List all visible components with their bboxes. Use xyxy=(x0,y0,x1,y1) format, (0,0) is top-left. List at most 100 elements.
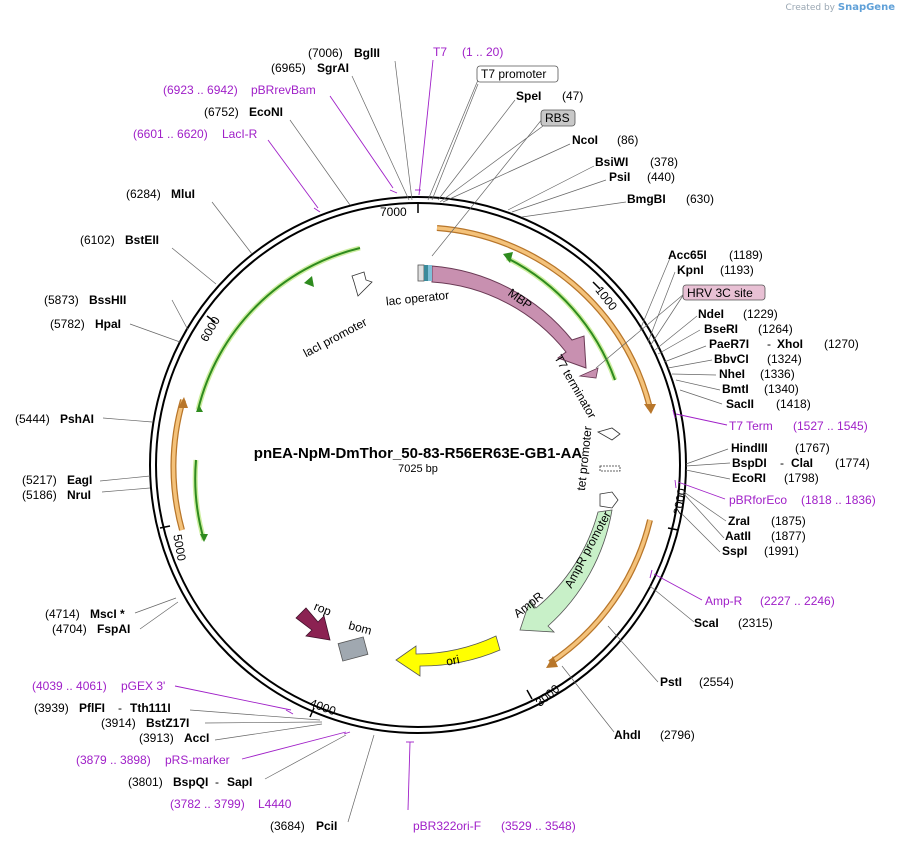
site-name-bsteii[interactable]: BstEII xyxy=(125,233,159,247)
site-pos-psti: (2554) xyxy=(699,675,734,689)
feature-label-hrv-3c-site[interactable]: HRV 3C site xyxy=(687,286,753,300)
mbp-feature-arrow[interactable] xyxy=(431,265,587,369)
hrv-3c-site-label-box xyxy=(682,284,766,301)
site-pos-bmgbi: (630) xyxy=(686,192,714,206)
site-separator-bspdi: - xyxy=(780,456,784,470)
site-name-nrui[interactable]: NruI xyxy=(67,488,91,502)
site-pos-bsteii: (6102) xyxy=(80,233,115,247)
site-name-ecori[interactable]: EcoRI xyxy=(732,471,766,485)
primer-range-t7-term: (1527 .. 1545) xyxy=(793,419,868,433)
site-name-kpni[interactable]: KpnI xyxy=(677,263,704,277)
primer-name-t7-term[interactable]: T7 Term xyxy=(729,419,773,433)
site-pos-bspdi: (1774) xyxy=(835,456,870,470)
ampr-promoter-arrow xyxy=(599,491,619,509)
site-name-pcii[interactable]: PciI xyxy=(316,819,337,833)
site-name-bglii[interactable]: BglII xyxy=(354,46,380,60)
site-name-paer7i[interactable]: PaeR7I xyxy=(709,337,749,351)
primer-name-pbrrevbam[interactable]: pBRrevBam xyxy=(251,83,316,97)
primer-name-l4440[interactable]: L4440 xyxy=(258,797,292,811)
hrv-3c-site-mark xyxy=(578,367,599,379)
site-name-aatii[interactable]: AatII xyxy=(725,529,751,543)
site-name-sgrai[interactable]: SgrAI xyxy=(317,61,349,75)
primer-name-pgex-3[interactable]: pGEX 3' xyxy=(121,679,165,693)
site-name-msci[interactable]: MscI * xyxy=(90,607,125,621)
site-name-ncoi[interactable]: NcoI xyxy=(572,133,598,147)
site-name-bspdi[interactable]: BspDI xyxy=(732,456,767,470)
site-name-bsshii[interactable]: BssHII xyxy=(89,293,126,307)
site-name-bbvci[interactable]: BbvCI xyxy=(714,352,749,366)
primer-range-amp-r: (2227 .. 2246) xyxy=(760,594,835,608)
site-name-bmti[interactable]: BmtI xyxy=(722,382,749,396)
site-name-spei[interactable]: SpeI xyxy=(516,89,541,103)
site-name-eagi[interactable]: EagI xyxy=(67,473,92,487)
t7-promoter-mark xyxy=(424,265,428,281)
site-name-sacii[interactable]: SacII xyxy=(726,397,754,411)
bom-feature[interactable] xyxy=(337,636,369,662)
site-name-psti[interactable]: PstI xyxy=(660,675,682,689)
site-pos-econi: (6752) xyxy=(204,105,239,119)
site-name-hpai[interactable]: HpaI xyxy=(95,317,121,331)
green-arc-2 xyxy=(197,247,361,411)
plasmid-name: pnEA-NpM-DmThor_50-83-R56ER63E-GB1-AA xyxy=(254,445,583,462)
site-name-nhei[interactable]: NheI xyxy=(719,367,745,381)
site-name-bmgbi[interactable]: BmgBI xyxy=(627,192,666,206)
orf-arc-left xyxy=(171,399,185,531)
site-name-xhoi[interactable]: XhoI xyxy=(777,337,803,351)
site-separator-bspqi: - xyxy=(215,775,219,789)
site-name-bstz17i[interactable]: BstZ17I xyxy=(146,716,189,730)
site-name-ahdi[interactable]: AhdI xyxy=(614,728,641,742)
site-name-bspqi[interactable]: BspQI xyxy=(173,775,208,789)
site-pos-eagi: (5217) xyxy=(22,473,57,487)
site-name-bseri[interactable]: BseRI xyxy=(704,322,738,336)
ampr-feature-arrow[interactable] xyxy=(519,509,613,633)
primer-name-pbr322ori-f[interactable]: pBR322ori-F xyxy=(413,819,481,833)
site-name-sapi[interactable]: SapI xyxy=(227,775,252,789)
rbs-mark xyxy=(428,265,432,281)
site-name-acc65i[interactable]: Acc65I xyxy=(668,248,707,262)
site-name-hindiii[interactable]: HindIII xyxy=(731,441,768,455)
primer-name-prs-marker[interactable]: pRS-marker xyxy=(165,753,230,767)
site-name-psii[interactable]: PsiI xyxy=(609,170,630,184)
tick-1000 xyxy=(592,281,601,290)
site-pos-bseri: (1264) xyxy=(758,322,793,336)
primer-name-pbrforeco[interactable]: pBRforEco xyxy=(729,493,787,507)
site-name-sspi[interactable]: SspI xyxy=(722,544,747,558)
site-name-pshai[interactable]: PshAI xyxy=(60,412,94,426)
site-name-fspai[interactable]: FspAI xyxy=(97,622,130,636)
site-name-tth111i[interactable]: Tth111I xyxy=(130,701,171,715)
site-separator-pflfi: - xyxy=(118,701,122,715)
site-pos-scai: (2315) xyxy=(738,616,773,630)
site-name-acci[interactable]: AccI xyxy=(184,731,209,745)
feature-label-rbs[interactable]: RBS xyxy=(545,111,570,125)
site-pos-zrai: (1875) xyxy=(771,514,806,528)
primer-range-pbr322ori-f: (3529 .. 3548) xyxy=(501,819,576,833)
site-name-pflfi[interactable]: PflFI xyxy=(79,701,105,715)
tick-label-7000: 7000 xyxy=(380,205,407,219)
site-name-scai[interactable]: ScaI xyxy=(694,616,719,630)
site-pos-sgrai: (6965) xyxy=(271,61,306,75)
feature-label-t7-promoter[interactable]: T7 promoter xyxy=(481,67,546,81)
primer-name-t7[interactable]: T7 xyxy=(433,45,447,59)
primer-name-amp-r[interactable]: Amp-R xyxy=(705,594,743,608)
site-name-zrai[interactable]: ZraI xyxy=(728,514,750,528)
rop-feature-arrow[interactable] xyxy=(295,607,331,641)
tick-4000 xyxy=(309,707,315,718)
ori-feature-arrow[interactable] xyxy=(395,635,501,677)
site-name-ndei[interactable]: NdeI xyxy=(698,307,724,321)
site-name-econi[interactable]: EcoNI xyxy=(249,105,283,119)
site-pos-psii: (440) xyxy=(647,170,675,184)
lac-operator-box xyxy=(417,264,425,282)
site-pos-nhei: (1336) xyxy=(760,367,795,381)
site-leader-lines xyxy=(99,60,731,823)
snapgene-credit: Created by SnapGene xyxy=(785,2,895,13)
site-pos-acci: (3913) xyxy=(139,731,174,745)
tick-6000 xyxy=(206,315,216,323)
site-name-mlui[interactable]: MluI xyxy=(171,187,195,201)
right-site-labels: SpeI (47) NcoI (86) BsiWI (378) PsiI (44… xyxy=(516,89,870,742)
feature-leader-lines xyxy=(427,79,685,369)
primer-range-laci-r: (6601 .. 6620) xyxy=(133,127,208,141)
primer-name-laci-r[interactable]: LacI-R xyxy=(222,127,258,141)
site-name-clai[interactable]: ClaI xyxy=(791,456,813,470)
site-separator-paer7i: - xyxy=(767,337,771,351)
site-name-bsiwi[interactable]: BsiWI xyxy=(595,155,628,169)
